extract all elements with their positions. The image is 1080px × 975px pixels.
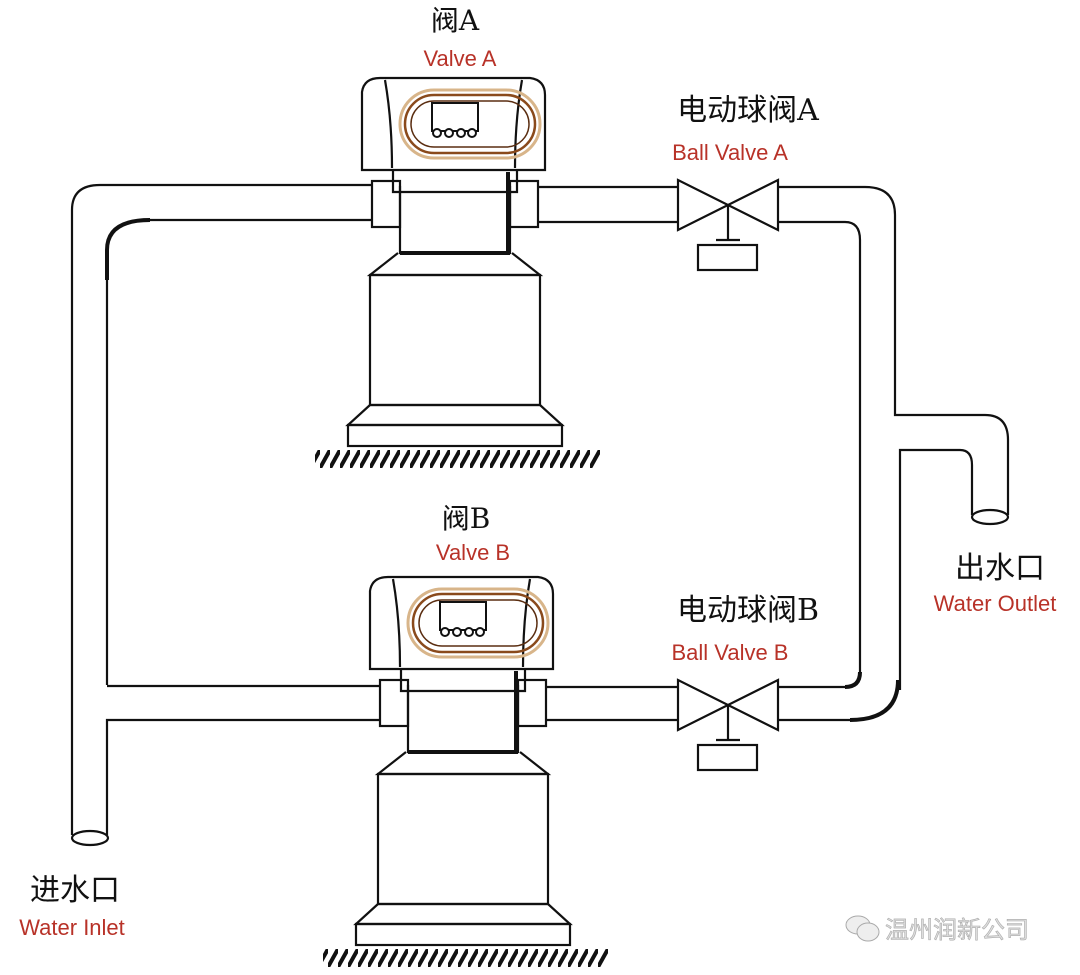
valve-a: [313, 76, 602, 470]
outlet-cn: 出水口: [955, 551, 1045, 586]
inlet-cn: 进水口: [30, 873, 120, 908]
ball-valve-a-en: Ball Valve A: [672, 140, 788, 165]
pipes: [70, 183, 1010, 847]
valve-b: [321, 575, 610, 969]
valve-b-cn: 阀B: [442, 502, 491, 535]
valve-a-en: Valve A: [424, 46, 497, 71]
ball-valve-b: [676, 678, 780, 772]
wechat-icon: [845, 915, 880, 942]
ball-valve-b-cn: 电动球阀B: [677, 593, 819, 628]
inlet-en: Water Inlet: [19, 915, 125, 940]
ball-valve-a: [676, 178, 780, 272]
ball-valve-a-cn: 电动球阀A: [677, 93, 819, 128]
valve-b-en: Valve B: [436, 540, 510, 565]
watermark: 温州润新公司: [845, 915, 1029, 944]
outlet-en: Water Outlet: [934, 591, 1057, 616]
ball-valve-b-en: Ball Valve B: [672, 640, 789, 665]
valve-a-cn: 阀A: [431, 4, 480, 37]
watermark-text: 温州润新公司: [885, 916, 1029, 944]
